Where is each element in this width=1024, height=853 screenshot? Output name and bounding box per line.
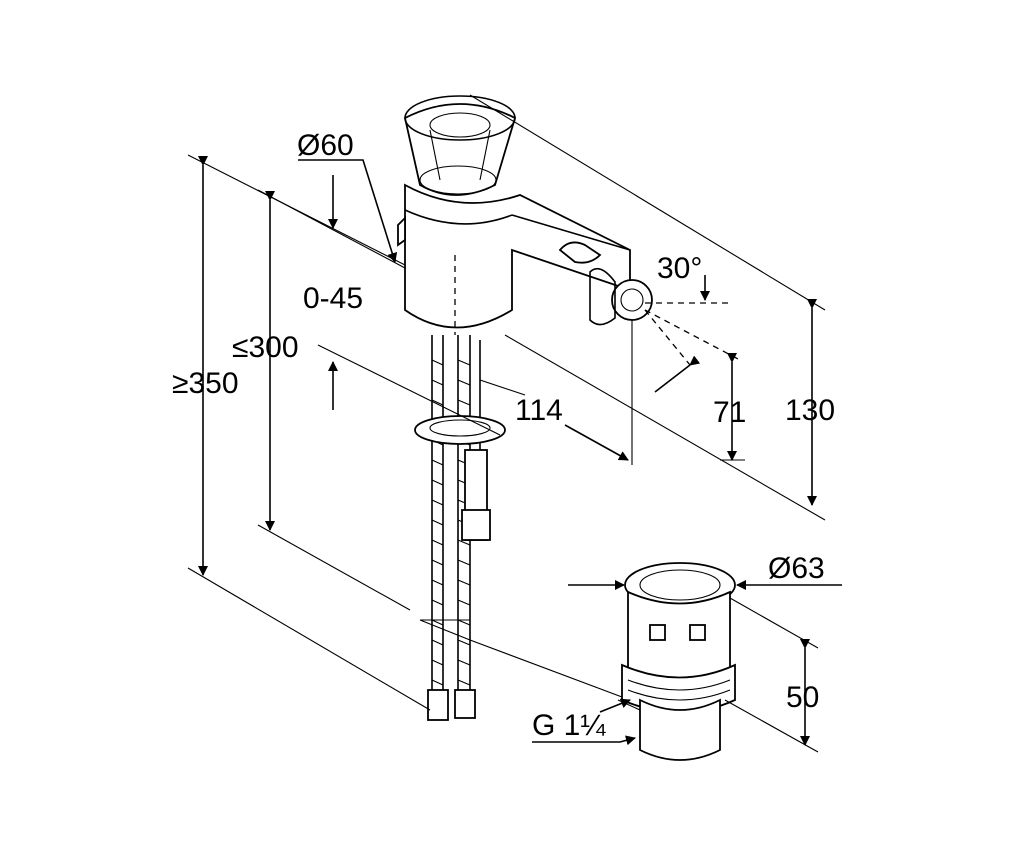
label-waste-thread: G 1¼ — [532, 709, 606, 742]
label-spout-reach: 114 — [515, 394, 563, 427]
waste-fitting — [617, 562, 736, 761]
label-total-height: 130 — [785, 394, 835, 427]
label-waste-diameter: Ø63 — [768, 552, 825, 585]
label-angle-range: 0-45 — [303, 282, 363, 315]
supply-hoses — [414, 335, 631, 721]
label-diameter-handle: Ø60 — [297, 129, 354, 162]
mixer-body — [397, 95, 653, 335]
label-waste-height: 50 — [786, 681, 819, 714]
label-max-height-300: ≤300 — [232, 331, 299, 364]
label-nozzle-height: 71 — [713, 396, 746, 429]
dimension-lines — [187, 94, 842, 753]
label-min-height-350: ≥350 — [172, 367, 239, 400]
label-spray-angle: 30° — [657, 252, 702, 285]
